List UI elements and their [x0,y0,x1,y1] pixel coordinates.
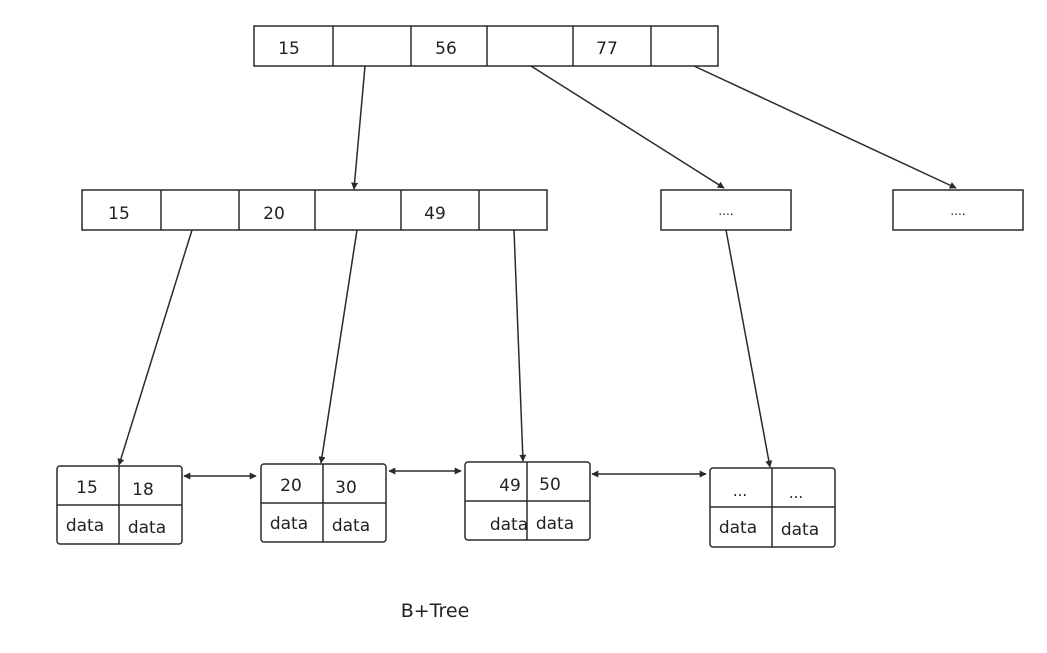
internal-ellipsis: .... [950,204,965,218]
leaf-key: ... [733,482,747,500]
internal-node-middle: .... [660,189,792,231]
root-key: 77 [596,39,618,59]
leaf-key: 30 [335,478,357,498]
leaf-key: 49 [499,476,521,496]
pointer-arrow [693,65,957,189]
leaf-node: 49 50 data data [464,461,591,541]
leaf-data: data [781,520,819,540]
leaf-data: data [719,518,757,538]
internal-key: 49 [424,204,446,224]
pointer-arrow [351,65,366,190]
leaf-key: 50 [539,475,561,495]
diagram-caption: B+Tree [401,600,470,622]
leaf-key: 15 [76,478,98,498]
leaf-links [183,467,707,480]
leaf-data: data [128,518,166,538]
internal-key: 15 [108,204,130,224]
root-node: 15 56 77 [253,25,719,67]
leaf-data: data [270,514,308,534]
internal-ellipsis: .... [718,204,733,218]
leaf-node: 15 18 data data [56,465,183,545]
internal-node-right: .... [892,189,1024,231]
pointer-arrow [513,229,527,462]
leaf-data: data [332,516,370,536]
internal-key: 20 [263,204,285,224]
leaf-data: data [490,515,528,535]
pointer-arrow [318,229,358,464]
internal-node-left: 15 20 49 [81,189,548,231]
leaf-key: ... [789,484,803,502]
leaf-key: 18 [132,480,154,500]
pointer-arrow [530,65,725,189]
leaf-data: data [536,514,574,534]
pointer-arrow [117,229,193,466]
leaf-node: ... ... data data [709,467,836,548]
tree-edges [117,65,957,468]
root-key: 56 [435,39,457,59]
leaf-key: 20 [280,476,302,496]
pointer-arrow [725,229,773,468]
leaf-data: data [66,516,104,536]
leaf-node: 20 30 data data [260,463,387,543]
root-key: 15 [278,39,300,59]
